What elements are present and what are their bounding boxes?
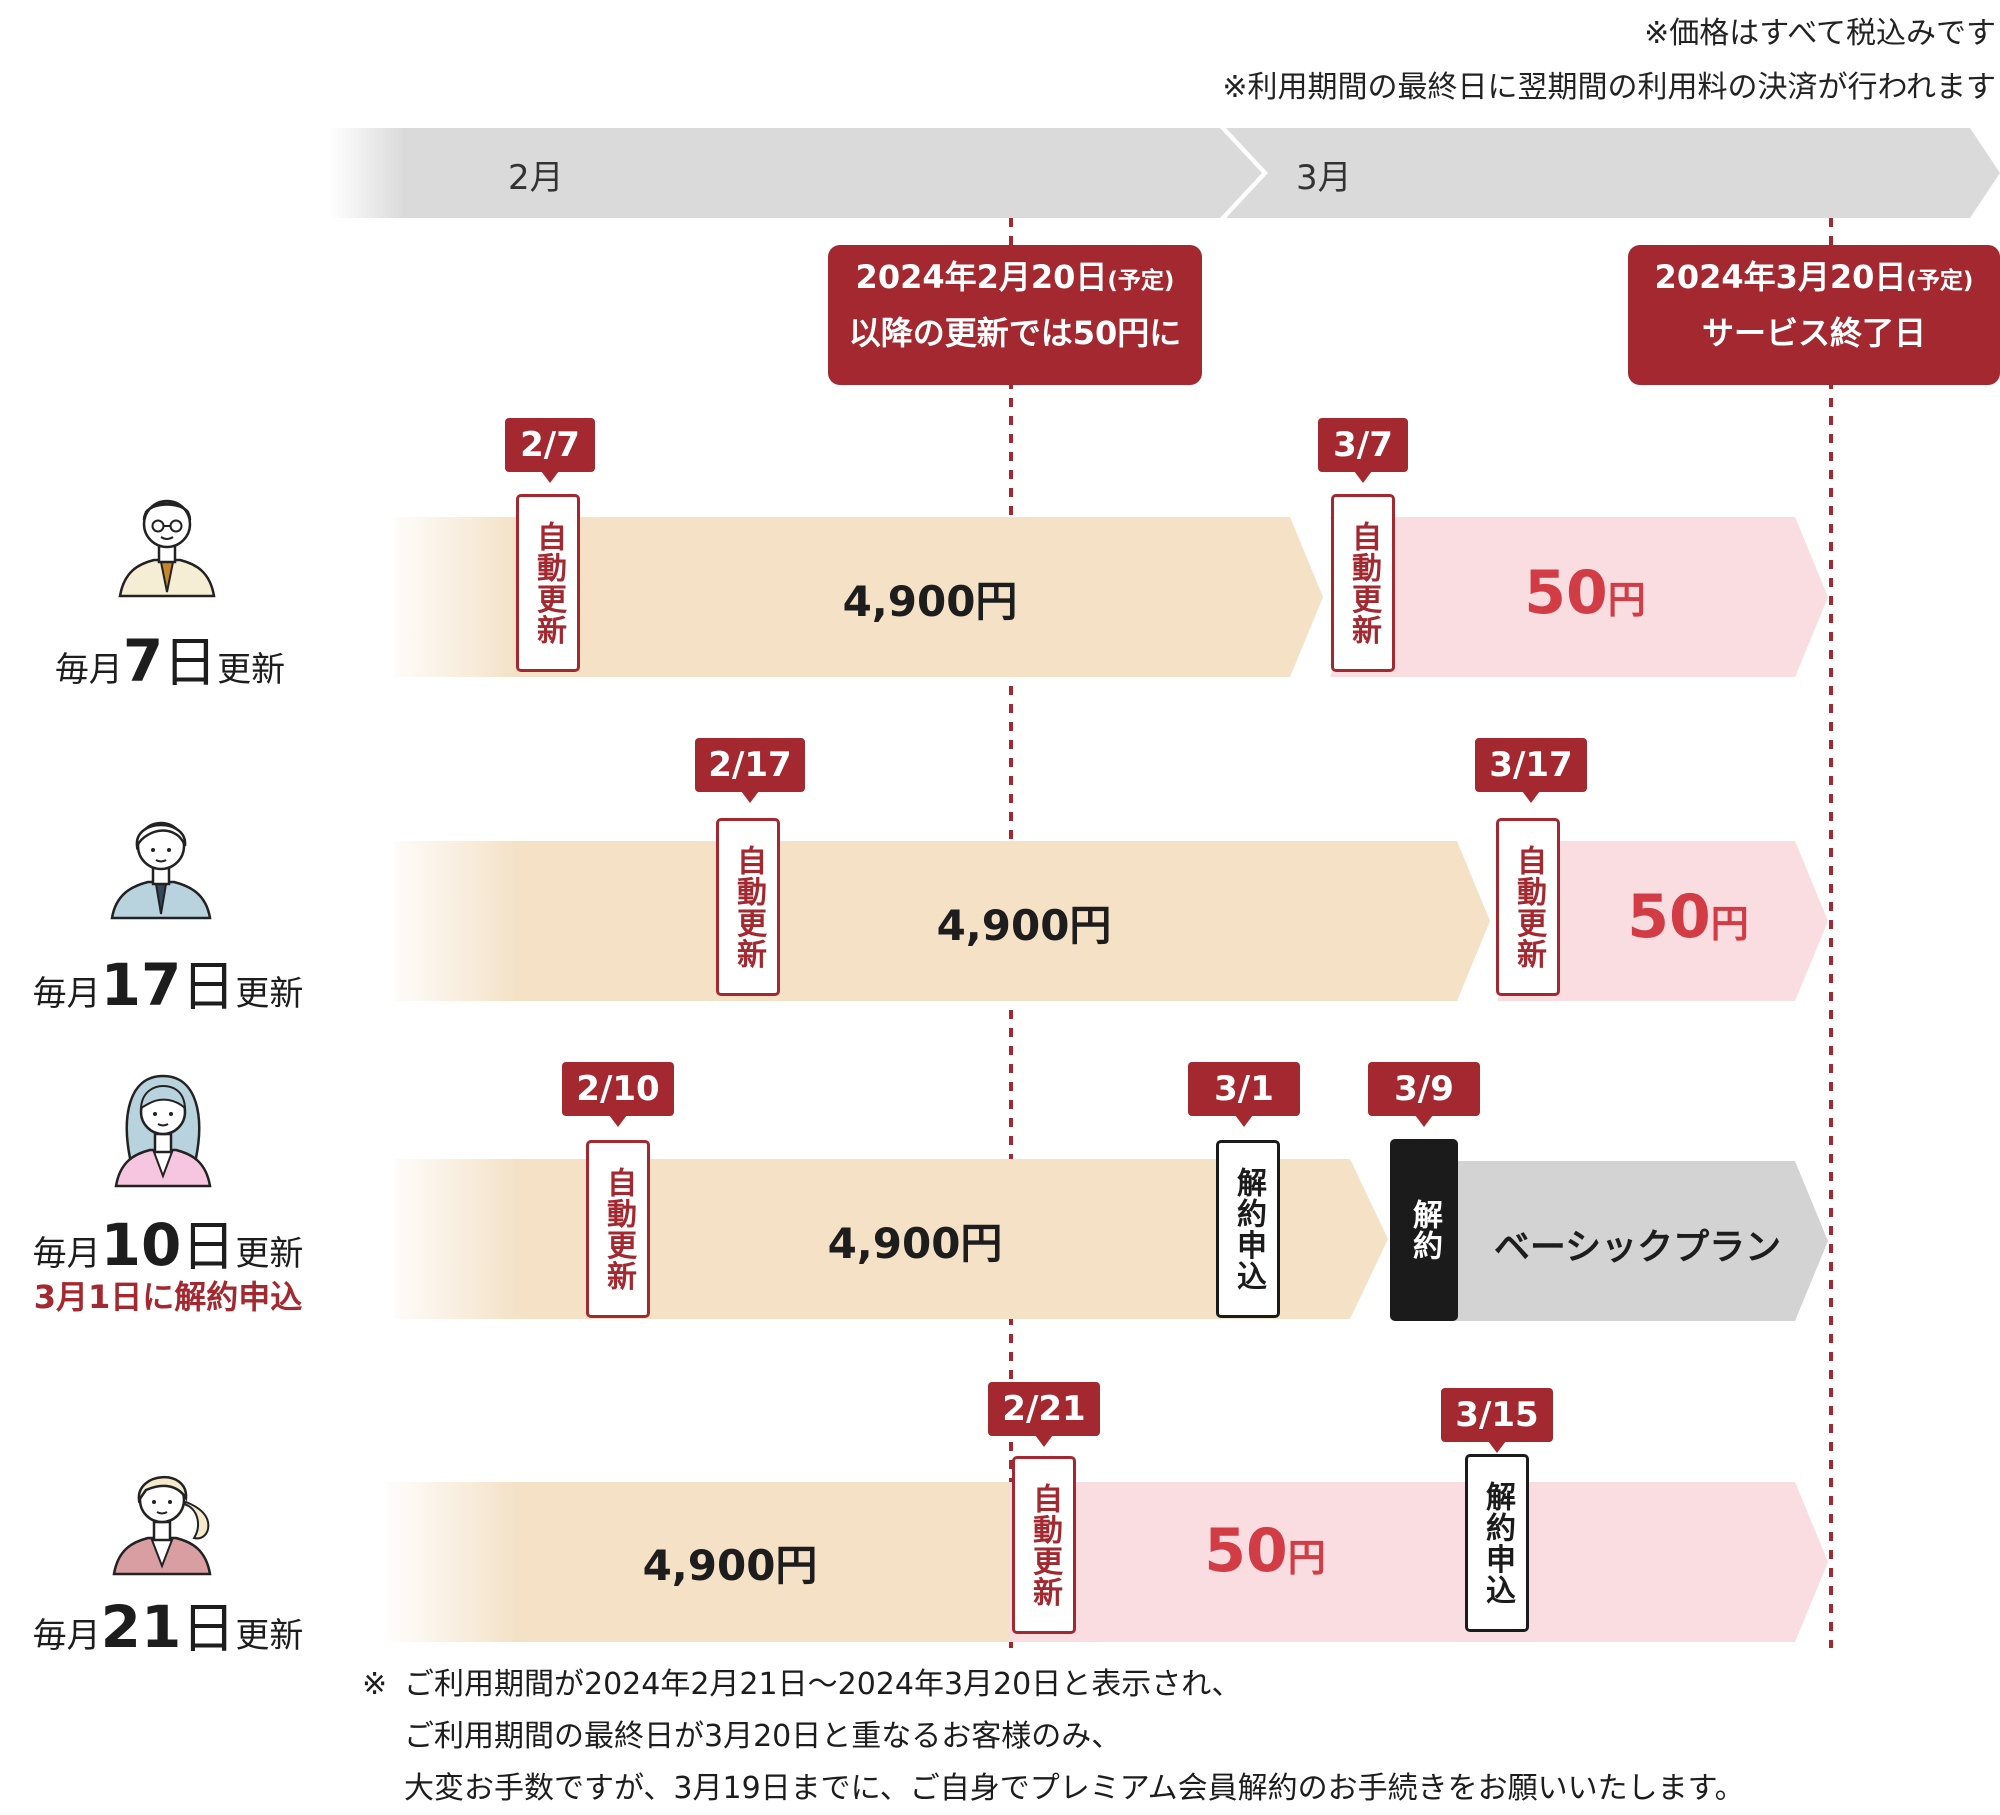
price-row3-full: 4,900円	[827, 1219, 1003, 1268]
auto-renew-row2-mar: 自動更新	[1496, 818, 1560, 996]
row4-suffix: 更新	[235, 1616, 304, 1656]
date-tag-row3-cancel: 3/9	[1368, 1062, 1480, 1127]
month-label-mar: 3月	[1296, 158, 1352, 198]
price-row4-low: 50円	[1150, 1516, 1380, 1586]
bar-row2-low-price	[1497, 841, 1828, 1001]
row1-prefix: 毎月	[54, 650, 123, 690]
row4-prefix: 毎月	[32, 1616, 101, 1656]
cancel-marker-row3: 解約	[1390, 1139, 1458, 1321]
row3-suffix: 更新	[235, 1234, 304, 1274]
service-end-callout: 2024年3月20日(予定) サービス終了日	[1628, 245, 2000, 385]
price-row2-full: 4,900円	[936, 901, 1112, 950]
price-change-callout: 2024年2月20日(予定) 以降の更新では50円に	[828, 245, 1202, 385]
bar-row2-full-price	[395, 841, 1490, 1001]
footnote-line2: ご利用期間の最終日が3月20日と重なるお客様のみ、	[404, 1719, 1122, 1754]
row2-suffix: 更新	[235, 974, 304, 1014]
auto-renew-row4-feb: 自動更新	[1012, 1456, 1076, 1634]
tax-note: ※価格はすべて税込みです	[1644, 16, 1996, 51]
date-tag-row4-request: 3/15	[1441, 1388, 1553, 1453]
price-row1-low-unit: 円	[1607, 578, 1646, 622]
avatar-row4	[112, 1475, 212, 1576]
row1-suffix: 更新	[217, 650, 286, 690]
bar-row1-full-price	[395, 517, 1323, 677]
price-row2-low-number: 50	[1627, 882, 1711, 952]
row2-prefix: 毎月	[32, 974, 101, 1014]
price-change-text: 以降の更新では50円に	[848, 314, 1182, 352]
month-label-feb: 2月	[508, 158, 564, 198]
row1-num: 7	[122, 627, 164, 695]
service-end-text: サービス終了日	[1701, 314, 1926, 352]
date-tag-row3-feb: 2/10	[562, 1062, 674, 1127]
row3-cancel-note: 3月1日に解約申込	[33, 1278, 303, 1316]
row-label-1: 毎月7日更新	[20, 618, 320, 697]
price-row4-full: 4,900円	[642, 1541, 818, 1590]
footnote-mark: ※	[362, 1667, 388, 1702]
auto-renew-row1-mar: 自動更新	[1331, 494, 1395, 672]
date-tag-row2-feb: 2/17	[695, 738, 805, 803]
row4-num: 21	[100, 1593, 182, 1661]
billing-note: ※利用期間の最終日に翌期間の利用料の決済が行われます	[1222, 70, 1996, 105]
avatar-row2	[110, 821, 212, 920]
row3-day: 日	[181, 1215, 236, 1278]
price-change-tag: (予定)	[1107, 268, 1175, 294]
row1-day: 日	[163, 631, 218, 694]
footnote-line1: ご利用期間が2024年2月21日〜2024年3月20日と表示され、	[404, 1667, 1242, 1702]
row-label-3: 毎月10日更新	[18, 1202, 318, 1281]
cancel-request-row3: 解約申込	[1216, 1140, 1280, 1318]
price-row1-low: 50円	[1470, 558, 1700, 628]
row2-num: 17	[100, 951, 182, 1019]
avatar-row3	[114, 1074, 212, 1188]
row4-day: 日	[181, 1597, 236, 1660]
price-row2-low: 50円	[1573, 882, 1803, 952]
row2-day: 日	[181, 955, 236, 1018]
service-end-tag: (予定)	[1906, 268, 1974, 294]
bar-row4-low-price	[1010, 1482, 1828, 1642]
service-end-date: 2024年3月20日	[1654, 258, 1907, 296]
bar-row3-basic-plan	[1400, 1161, 1828, 1321]
price-row1-low-number: 50	[1524, 558, 1608, 628]
row3-prefix: 毎月	[32, 1234, 101, 1274]
basic-plan-row3: ベーシックプラン	[1493, 1227, 1782, 1268]
bar-row1-low-price	[1330, 517, 1828, 677]
date-tag-row2-mar: 3/17	[1475, 738, 1587, 803]
price-row1-full: 4,900円	[842, 577, 1018, 626]
price-row4-low-number: 50	[1204, 1516, 1288, 1586]
bar-row4-full-price	[385, 1482, 1010, 1642]
row-label-4: 毎月21日更新	[18, 1584, 318, 1663]
row-label-2: 毎月17日更新	[18, 942, 318, 1021]
date-tag-row1-feb: 2/7	[505, 418, 595, 483]
date-tag-row4-feb: 2/21	[988, 1382, 1100, 1447]
service-end-line	[1829, 218, 1833, 1648]
cancel-request-row4: 解約申込	[1465, 1454, 1529, 1632]
price-row2-low-unit: 円	[1710, 902, 1749, 946]
auto-renew-row1-feb: 自動更新	[516, 494, 580, 672]
month-band	[330, 128, 2000, 218]
price-change-date: 2024年2月20日	[855, 258, 1108, 296]
date-tag-row1-mar: 3/7	[1318, 418, 1408, 483]
footnote-line3: 大変お手数ですが、3月19日までに、ご自身でプレミアム会員解約のお手続きをお願い…	[404, 1771, 1745, 1806]
avatar-row1	[118, 499, 216, 598]
date-tag-row3-request: 3/1	[1188, 1062, 1300, 1127]
auto-renew-row2-feb: 自動更新	[716, 818, 780, 996]
row3-num: 10	[100, 1211, 182, 1279]
auto-renew-row3-feb: 自動更新	[586, 1140, 650, 1318]
price-row4-low-unit: 円	[1287, 1536, 1326, 1580]
